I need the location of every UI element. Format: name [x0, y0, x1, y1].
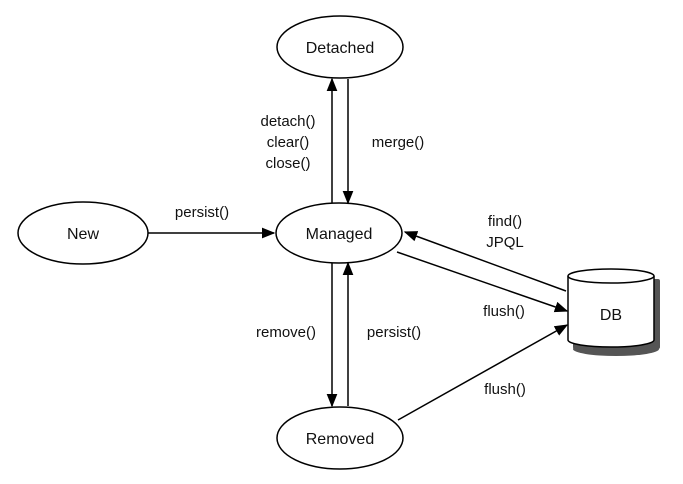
label-clear: clear()	[267, 134, 310, 151]
node-managed-label: Managed	[306, 226, 373, 243]
node-detached: Detached	[276, 15, 404, 79]
edge-db-to-managed	[403, 231, 567, 292]
node-db: DB	[567, 268, 660, 356]
node-db-label: DB	[600, 307, 622, 324]
label-persist-new: persist()	[175, 204, 229, 221]
edge-removed-to-db	[397, 324, 569, 421]
node-removed: Removed	[276, 406, 404, 470]
edge-managed-to-db	[396, 251, 569, 313]
node-detached-label: Detached	[306, 40, 375, 57]
label-flush-removed: flush()	[484, 381, 526, 398]
node-new-label: New	[67, 226, 99, 243]
label-merge: merge()	[372, 134, 425, 151]
node-managed: Managed	[275, 202, 403, 264]
node-new: New	[17, 201, 149, 265]
label-detach: detach()	[260, 113, 315, 130]
label-jpql: JPQL	[486, 234, 524, 251]
label-find: find()	[488, 213, 522, 230]
label-close: close()	[265, 155, 310, 172]
node-removed-label: Removed	[306, 431, 374, 448]
label-persist-removed: persist()	[367, 324, 421, 341]
label-flush-managed: flush()	[483, 303, 525, 320]
label-remove: remove()	[256, 324, 316, 341]
